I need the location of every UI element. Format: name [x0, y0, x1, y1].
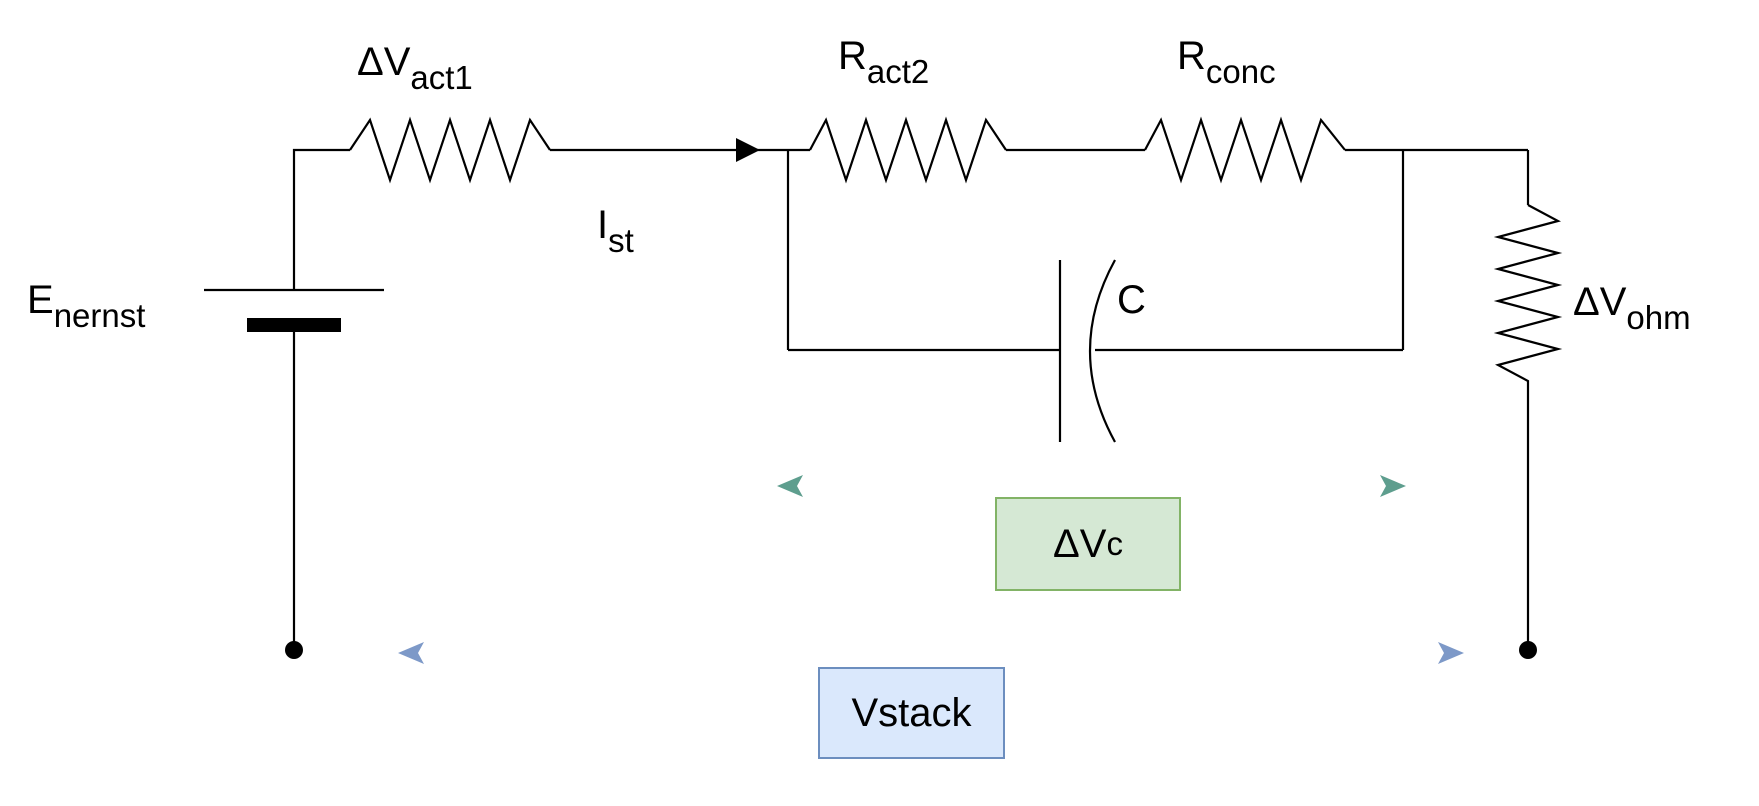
dv-c-arrowhead-right [1380, 475, 1406, 497]
label-i-st: Ist [597, 203, 634, 257]
label-i-st-main: I [597, 203, 609, 247]
terminal-right [1519, 641, 1537, 659]
current-arrow-icon [736, 138, 760, 162]
label-capacitor-main: C [1117, 278, 1146, 322]
label-v-act1: ΔVact1 [357, 40, 473, 94]
v-stack-box: Vstack [818, 667, 1005, 759]
label-v-act1-sub: act1 [410, 58, 473, 96]
label-r-act2: Ract2 [838, 34, 929, 88]
label-v-ohm-main: ΔV [1573, 280, 1627, 324]
label-r-conc: Rconc [1177, 34, 1276, 88]
label-r-act2-sub: act2 [866, 52, 930, 90]
label-capacitor: C [1117, 280, 1146, 320]
resistor-v-ohm [1493, 204, 1563, 405]
v-stack-box-label: Vstack [851, 690, 972, 735]
v-stack-arrowhead-right [1438, 642, 1464, 664]
v-stack-arrowhead-left [398, 642, 424, 664]
label-i-st-sub: st [608, 221, 634, 259]
dv-c-arrowhead-left [777, 475, 803, 497]
label-e-nernst: Enernst [27, 278, 145, 332]
label-r-act2-main: R [838, 34, 867, 78]
wire-left-top [292, 148, 350, 290]
label-r-conc-sub: conc [1205, 52, 1276, 90]
label-v-act1-main: ΔV [357, 40, 411, 84]
label-e-nernst-main: E [27, 278, 54, 322]
label-v-ohm-sub: ohm [1626, 298, 1691, 336]
capacitor-plate-curved [1089, 259, 1116, 443]
resistor-r-act2 [809, 116, 1007, 184]
resistor-v-act1 [349, 116, 551, 184]
resistor-r-conc [1144, 116, 1346, 184]
label-e-nernst-sub: nernst [53, 296, 146, 334]
terminal-left [285, 641, 303, 659]
label-r-conc-main: R [1177, 34, 1206, 78]
label-v-ohm: ΔVohm [1573, 280, 1691, 334]
dv-c-box-main: ΔV [1053, 521, 1107, 566]
